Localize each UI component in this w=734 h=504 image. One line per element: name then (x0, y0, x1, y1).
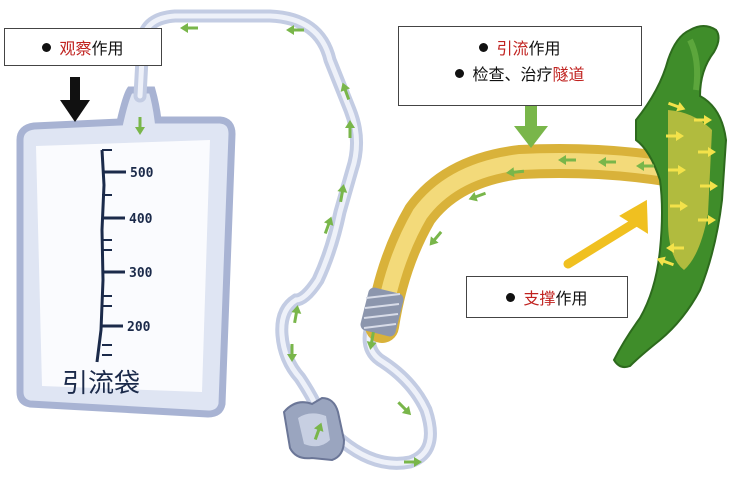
flow-arrow-icon (291, 305, 302, 324)
bullet-icon (479, 42, 489, 52)
flow-arrow-icon (506, 167, 525, 178)
bullet-icon (506, 292, 516, 302)
duct-arrows (656, 101, 718, 267)
duct-arrow-icon (698, 215, 716, 225)
flow-arrow-icon (340, 82, 351, 101)
scale-label: 300 (129, 266, 153, 281)
flow-arrow-icon (366, 331, 377, 350)
flow-arrow-icon (429, 230, 443, 246)
flow-arrow-icon (286, 25, 304, 35)
flow-arrow-icon (337, 184, 348, 203)
scale-label: 500 (130, 166, 154, 181)
scale-line (95, 149, 106, 363)
flow-arrow-icon (468, 191, 487, 202)
duct-arrow-icon (698, 147, 716, 157)
duct-arrow-icon (694, 115, 712, 125)
drainage-bag: 500 400 300 200 引流袋 (16, 86, 236, 418)
flow-arrow-icon (180, 23, 198, 33)
duct-arrow-icon (668, 165, 686, 175)
flow-arrow-icon (397, 401, 412, 416)
observe-label: 观察 作用 (4, 28, 162, 66)
scale-ticks: 500 400 300 200 (101, 149, 154, 356)
flow-arrow-icon (323, 216, 334, 235)
duct-arrow-icon (666, 131, 684, 141)
bag-window (36, 140, 210, 392)
duct-arrow-icon (667, 101, 686, 112)
drainage-down-arrow (514, 104, 548, 148)
flow-arrows (135, 23, 654, 467)
duct-arrow-icon (700, 181, 718, 191)
bile-duct (612, 25, 728, 369)
scale-label: 200 (127, 320, 151, 335)
drainage-exam-label: 引流 作用 检查、治疗 隧道 (398, 26, 642, 106)
flow-arrow-icon (345, 120, 355, 138)
bag-title: 引流袋 (62, 369, 140, 399)
scale-label: 400 (129, 212, 153, 227)
flow-arrow-icon (135, 117, 145, 135)
flow-arrow-icon (598, 157, 616, 167)
flow-arrow-icon (313, 422, 324, 441)
duct-arrow-icon (670, 201, 688, 211)
bullet-icon (455, 68, 465, 78)
connector-valve (282, 396, 346, 462)
duct-arrow-icon (666, 243, 684, 253)
flow-arrow-icon (404, 457, 422, 467)
flow-arrow-icon (636, 161, 654, 171)
flow-arrow-icon (558, 155, 576, 165)
bullet-icon (42, 42, 52, 52)
drain-rib-section (360, 287, 404, 337)
support-label: 支撑 作用 (466, 276, 628, 318)
support-arrow (563, 199, 648, 269)
flow-arrow-icon (287, 344, 297, 362)
observe-arrow (60, 77, 90, 122)
duct-arrow-icon (656, 256, 675, 267)
